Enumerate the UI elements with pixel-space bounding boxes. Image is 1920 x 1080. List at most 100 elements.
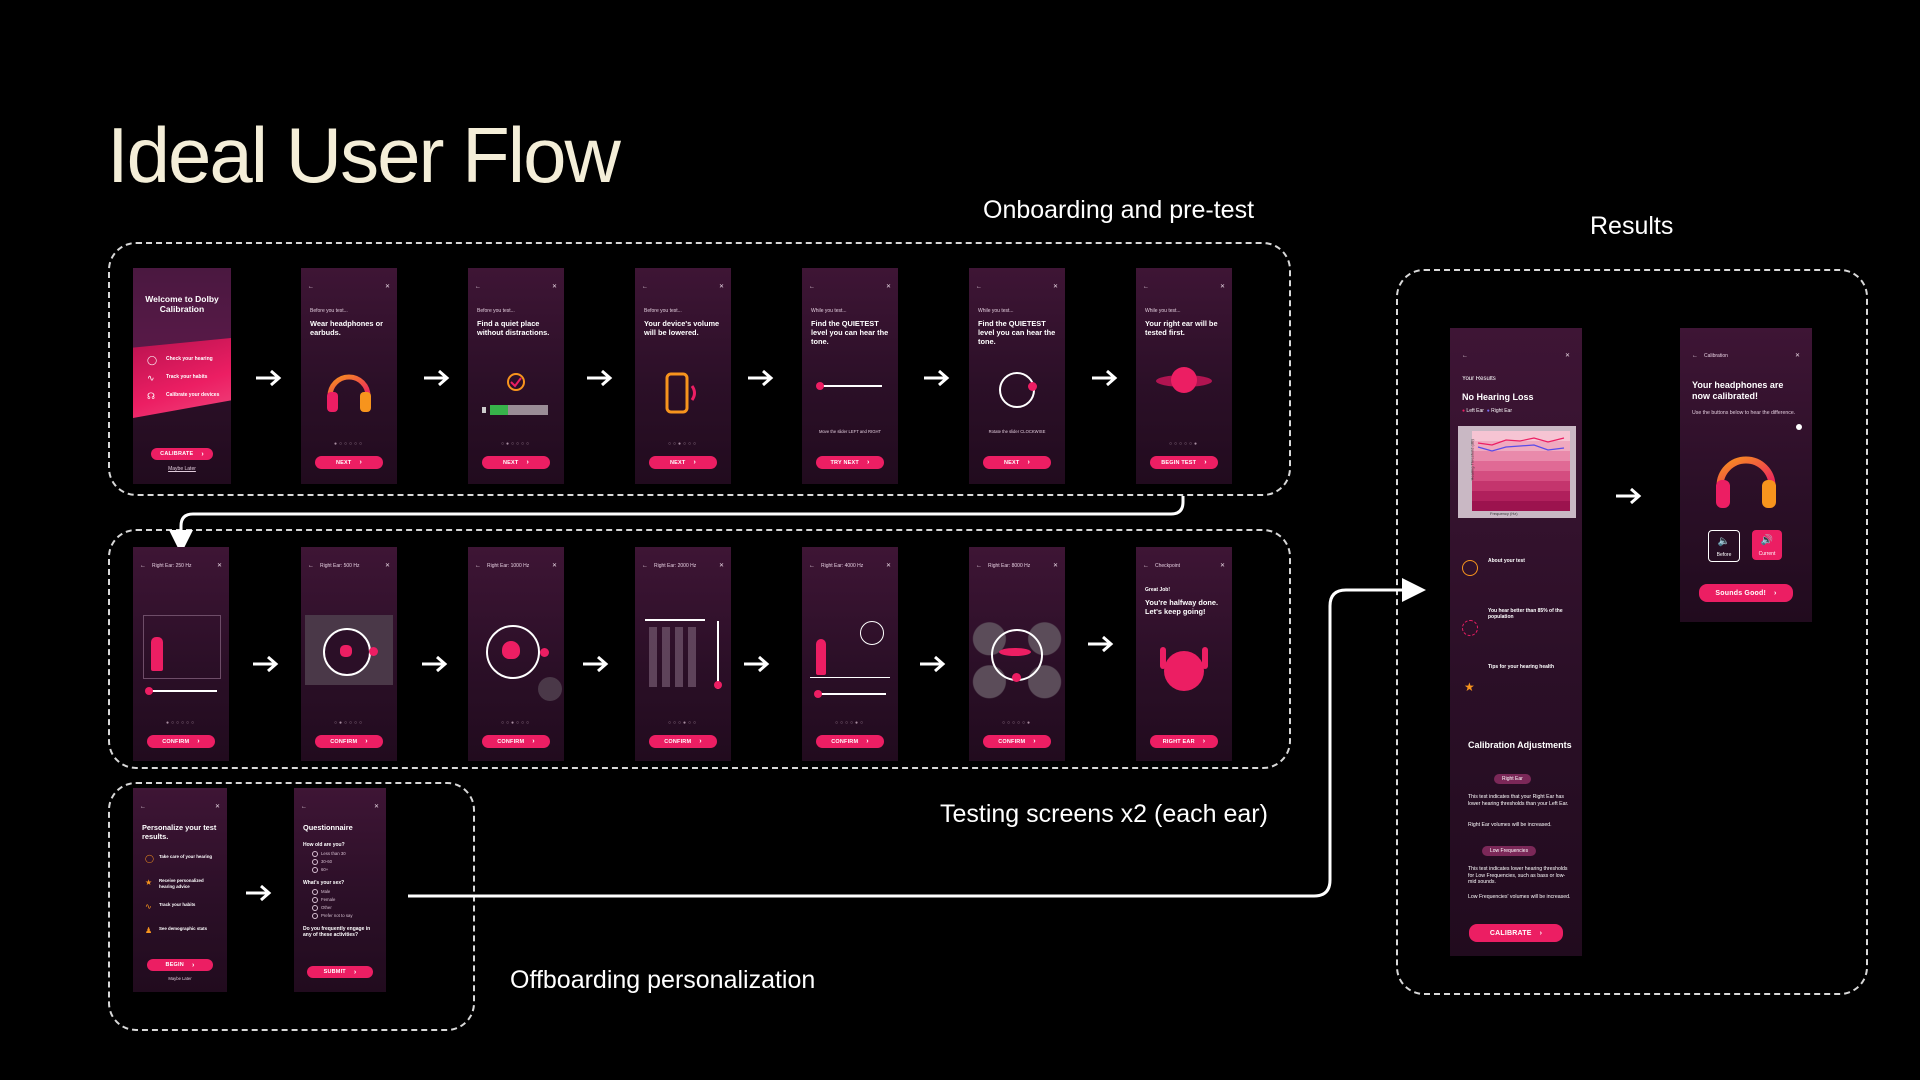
back-icon[interactable]: ← [642,562,648,569]
slider-track[interactable] [147,690,217,692]
slider-handle[interactable] [816,382,824,390]
arrow-right-icon [424,369,450,387]
slider-track[interactable] [818,385,882,387]
close-icon[interactable]: ✕ [384,284,390,290]
close-icon[interactable]: ✕ [551,284,557,290]
tips-title: Tips for your hearing health [1488,664,1555,670]
back-icon[interactable]: ← [308,562,314,569]
slider-handle[interactable] [145,687,153,695]
back-icon[interactable]: ← [475,283,481,290]
confirm-button[interactable]: CONFIRM [983,735,1051,748]
close-icon[interactable]: ✕ [214,804,220,810]
back-icon[interactable]: ← [301,803,307,810]
right-ear-button[interactable]: RIGHT EAR [1150,735,1218,748]
close-icon[interactable]: ✕ [551,563,557,569]
screen-test-1000hz: ←Right Ear: 1000 Hz✕ ○○●○○○ CONFIRM [468,547,564,761]
back-icon[interactable]: ← [976,562,982,569]
back-icon[interactable]: ← [1692,352,1698,359]
screen-personalize: ←✕ Personalize your test results. ◯ Take… [133,788,227,992]
screen-test-8000hz: ←Right Ear: 8000 Hz✕ ○○○○○● CONFIRM [969,547,1065,761]
close-icon[interactable]: ✕ [216,563,222,569]
screen-results: ←✕ Your Results No Hearing Loss ● Left E… [1450,328,1582,956]
close-icon[interactable]: ✕ [1219,563,1225,569]
current-button[interactable]: 🔊 Current [1752,530,1782,560]
arrow-right-icon [256,369,282,387]
maybe-later-link[interactable]: Maybe Later [168,466,196,472]
close-icon[interactable]: ✕ [373,804,379,810]
calibrate-button[interactable]: CALIBRATE [1469,924,1563,942]
welcome-title: Welcome to Dolby Calibration [145,294,219,315]
back-icon[interactable]: ← [642,283,648,290]
close-icon[interactable]: ✕ [384,563,390,569]
close-icon[interactable]: ✕ [1052,563,1058,569]
calibrate-button[interactable]: CALIBRATE [151,448,213,460]
next-button[interactable]: NEXT [983,456,1051,469]
pager-dots: ○○●○○○ [500,720,532,726]
pager-dots: ○○○○○● [1168,441,1200,447]
radio-sex-2[interactable]: Female [312,897,335,903]
radio-sex-1[interactable]: Male [312,889,330,895]
walking-person-icon [151,637,163,671]
confirm-button[interactable]: CONFIRM [482,735,550,748]
next-button[interactable]: NEXT [315,456,383,469]
before-button[interactable]: 🔈 Before [1708,530,1740,562]
heading: Find a quiet place without distractions. [477,319,550,337]
dial-handle[interactable] [1012,673,1021,682]
slider-handle[interactable] [714,681,722,689]
close-icon[interactable]: ✕ [718,284,724,290]
back-icon[interactable]: ← [1143,283,1149,290]
bush-illustration [538,677,562,701]
chart-legend: ● Left Ear ● Right Ear [1462,408,1512,414]
close-icon[interactable]: ✕ [885,563,891,569]
confirm-button[interactable]: CONFIRM [816,735,884,748]
radio-age-3[interactable]: 60+ [312,867,328,873]
screen-volume-lowered: ←✕ Before you test... Your device's volu… [635,268,731,484]
slider-track[interactable] [816,693,886,695]
calibration-text-2: Right Ear volumes will be increased. [1468,822,1552,828]
head-top-view-icon [1156,367,1212,393]
slider-handle[interactable] [814,690,822,698]
sounds-good-button[interactable]: Sounds Good! [1699,584,1793,602]
back-icon[interactable]: ← [809,283,815,290]
maybe-later-link[interactable]: Maybe Later [168,976,192,981]
close-icon[interactable]: ✕ [885,284,891,290]
confirm-button[interactable]: CONFIRM [315,735,383,748]
begin-test-button[interactable]: BEGIN TEST [1150,456,1218,469]
back-icon[interactable]: ← [1143,562,1149,569]
radio-age-1[interactable]: Less than 30 [312,851,346,857]
back-icon[interactable]: ← [1462,352,1468,359]
back-icon[interactable]: ← [308,283,314,290]
audiogram-chart [1472,431,1570,511]
back-icon[interactable]: ← [140,803,146,810]
confirm-button[interactable]: CONFIRM [649,735,717,748]
close-icon[interactable]: ✕ [1564,353,1570,359]
back-icon[interactable]: ← [809,562,815,569]
close-icon[interactable]: ✕ [1794,353,1800,359]
close-icon[interactable]: ✕ [1219,284,1225,290]
next-button[interactable]: NEXT [649,456,717,469]
vertical-slider-track[interactable] [717,621,719,689]
radio-sex-4[interactable]: Prefer not to say [312,913,353,919]
pager-dots: ○●○○○○ [333,720,365,726]
radio-sex-3[interactable]: Other [312,905,332,911]
back-icon[interactable]: ← [475,562,481,569]
dial-handle[interactable] [1028,382,1037,391]
radio-age-2[interactable]: 30-60 [312,859,332,865]
close-icon[interactable]: ✕ [718,563,724,569]
submit-button[interactable]: SUBMIT [307,966,373,978]
track-icon: ∿ [147,373,155,383]
screen-wear-headphones: ←✕ Before you test... Wear headphones or… [301,268,397,484]
back-icon[interactable]: ← [976,283,982,290]
begin-button[interactable]: BEGIN [147,959,213,971]
try-next-button[interactable]: TRY NEXT [816,456,884,469]
close-icon[interactable]: ✕ [1052,284,1058,290]
dial-handle[interactable] [540,648,549,657]
dial-handle[interactable] [369,647,378,656]
confirm-button[interactable]: CONFIRM [147,735,215,748]
ear-icon: ◯ [145,854,154,863]
rotary-dial[interactable] [486,625,540,679]
volume-meter-icon [482,405,548,415]
track-icon: ∿ [145,902,152,911]
back-icon[interactable]: ← [140,562,146,569]
next-button[interactable]: NEXT [482,456,550,469]
